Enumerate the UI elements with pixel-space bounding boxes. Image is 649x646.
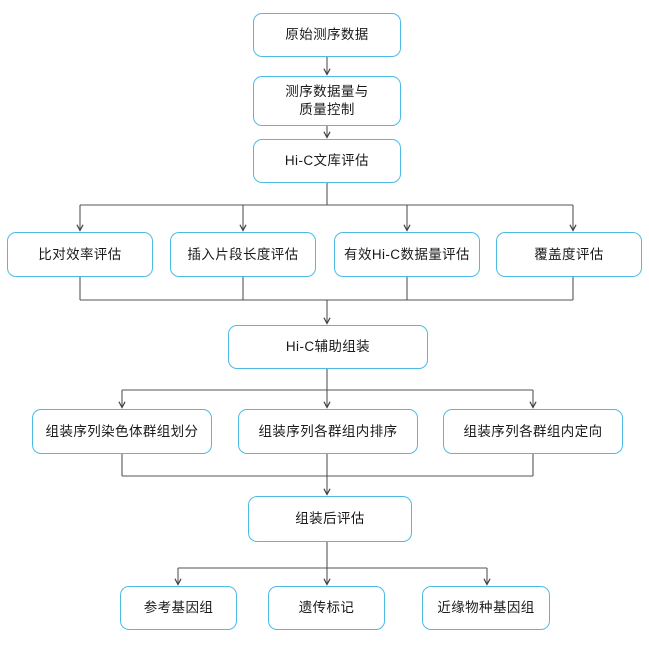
node-label: 原始测序数据 (285, 27, 369, 42)
node-label: 组装序列各群组内定向 (463, 423, 603, 439)
node-alignment-efficiency[interactable]: 比对效率评估 (7, 232, 153, 277)
node-genetic-markers[interactable]: 遗传标记 (268, 586, 385, 630)
node-insert-size[interactable]: 插入片段长度评估 (170, 232, 316, 277)
node-label: 参考基因组 (143, 600, 214, 615)
node-chromosome-grouping[interactable]: 组装序列染色体群组划分 (32, 409, 212, 454)
node-coverage[interactable]: 覆盖度评估 (496, 232, 642, 277)
node-hic-library-evaluation[interactable]: Hi-C文库评估 (253, 139, 401, 183)
node-label: 覆盖度评估 (534, 246, 604, 262)
node-label: Hi-C辅助组装 (285, 339, 371, 354)
node-label: 遗传标记 (298, 600, 355, 615)
node-data-volume-qc[interactable]: 测序数据量与 质量控制 (253, 76, 401, 126)
node-label: 比对效率评估 (38, 246, 122, 262)
node-hic-assisted-assembly[interactable]: Hi-C辅助组装 (228, 325, 428, 369)
node-label: Hi-C文库评估 (284, 153, 370, 168)
node-valid-hic-data[interactable]: 有效Hi-C数据量评估 (334, 232, 480, 277)
node-intra-group-ordering[interactable]: 组装序列各群组内排序 (238, 409, 418, 454)
node-label: 组装序列染色体群组划分 (45, 423, 199, 439)
node-label: 组装序列各群组内排序 (258, 423, 398, 439)
node-post-assembly-evaluation[interactable]: 组装后评估 (248, 496, 412, 542)
node-reference-genome[interactable]: 参考基因组 (120, 586, 237, 630)
node-label: 插入片段长度评估 (187, 246, 299, 262)
node-raw-sequencing-data[interactable]: 原始测序数据 (253, 13, 401, 57)
node-label: 有效Hi-C数据量评估 (344, 246, 470, 262)
node-label: 测序数据量与 质量控制 (285, 84, 369, 117)
node-related-species-genome[interactable]: 近缘物种基因组 (422, 586, 550, 630)
node-label: 组装后评估 (295, 511, 365, 526)
node-label: 近缘物种基因组 (437, 600, 535, 615)
node-intra-group-orientation[interactable]: 组装序列各群组内定向 (443, 409, 623, 454)
